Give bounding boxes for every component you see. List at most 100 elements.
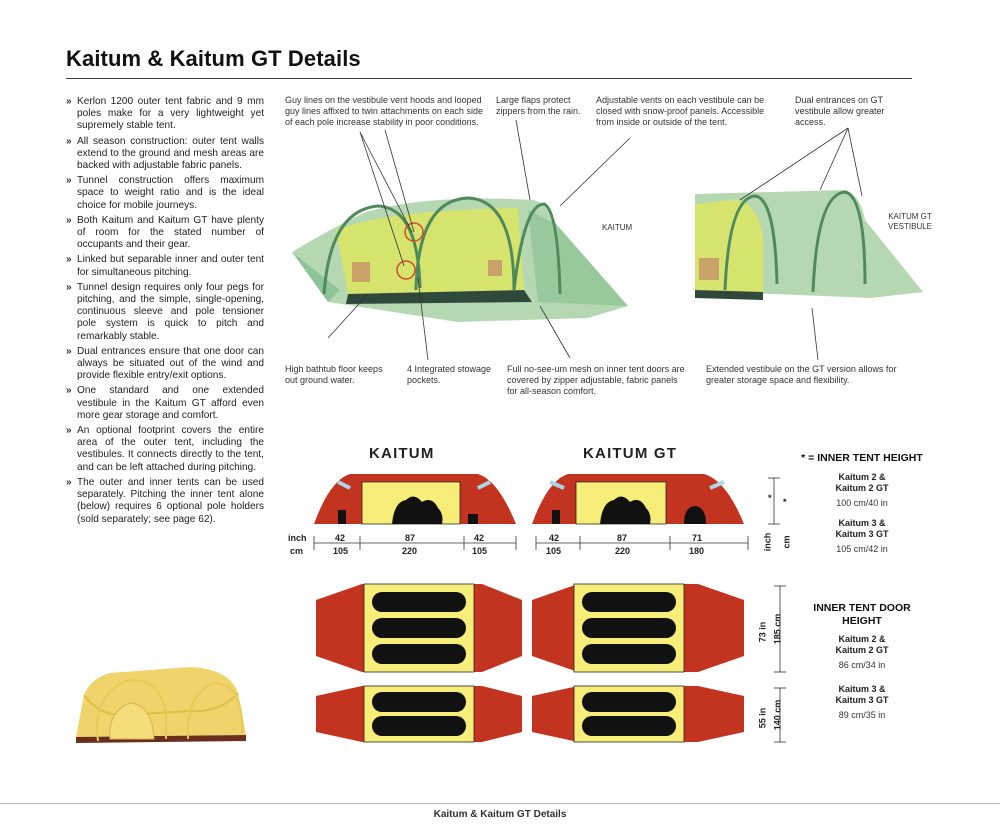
inner-height-group-2: Kaitum 2 & Kaitum 2 GT 100 cm/40 in [792,472,932,508]
sleeping-bag-icon [372,716,466,736]
vent-arrow-icon [549,480,725,490]
leader-line [819,127,849,191]
heading-line: INNER TENT DOOR [813,602,911,614]
gear-silhouette [338,510,346,524]
dim-value: 220 [402,546,418,556]
vestibule-left [292,252,340,302]
model-name: Kaitum 2 GT [835,483,889,493]
width-2-cm: 140 cm [772,699,783,731]
dim-value: 42 [474,533,485,543]
tent-pole [322,204,422,295]
leader-line [847,127,863,197]
gt-floor [695,290,763,300]
dimension-lines [313,536,749,550]
leader-line [811,307,819,361]
callout-pockets: 4 Integrated stowage pockets. [407,364,492,385]
width-2-inch: 55 in [757,707,768,729]
chevron-right-icon: » [66,425,72,437]
kaitum-gt-side-elevation [532,474,744,525]
sleeping-bag-icon [582,644,676,664]
stowage-pocket [352,262,370,282]
occupants-silhouette [600,496,651,524]
vertical-cm-label: cm [781,535,792,549]
detail-circle [404,222,424,242]
dim-value: 105 [472,546,488,556]
chevron-right-icon: » [66,96,72,107]
feature-item: »One standard and one extended vestibule… [66,385,264,421]
feature-item: »Dual entrances ensure that one door can… [66,345,264,382]
gear-silhouette [468,514,478,524]
callout-flaps: Large flaps protect zippers from the rai… [496,95,581,116]
gear-silhouette [552,510,560,524]
feature-item: »The outer and inner tents can be used s… [66,476,264,525]
dim-value: 105 [546,546,562,556]
height-value: 100 cm/40 in [836,498,888,508]
chevron-right-icon: » [66,254,72,266]
inner-tent-pole [186,681,244,740]
leader-line [417,277,429,361]
dim-value: 87 [405,533,416,543]
model-name: Kaitum 2 GT [835,645,889,655]
unit-inch-label: inch [288,533,307,543]
chevron-right-icon: » [66,345,72,357]
dim-value: 180 [689,546,705,556]
heading-line: HEIGHT [842,615,882,627]
leader-line [359,131,405,267]
chevron-right-icon: » [66,175,72,187]
feature-item: »Both Kaitum and Kaitum GT have plenty o… [66,214,264,251]
kaitum-tent-photo [292,196,628,322]
callout-guy-lines: Guy lines on the vestibule vent hoods an… [285,95,483,127]
vertical-inch-label: inch [762,532,773,552]
kaitum-gt-vestibule-photo [695,190,923,300]
dim-value: 87 [617,533,628,543]
dim-value: 42 [335,533,346,543]
height-star: * [783,497,787,507]
feature-item: »Linked but separable inner and outer te… [66,254,264,278]
inner-height-heading: * = INNER TENT HEIGHT [801,452,923,464]
sleeping-bag-icon [372,644,466,664]
page-title: Kaitum & Kaitum GT Details [66,46,361,71]
kaitum-side-elevation [314,474,516,525]
label-line: KAITUM GT [888,212,932,221]
sleeping-bag-icon [582,592,676,612]
leader-line [384,129,415,233]
unit-cm-label: cm [290,546,304,556]
kaitum-plan-title: KAITUM [369,445,435,462]
callout-floor: High bathtub floor keeps out ground wate… [285,364,383,385]
kaitum-gt-photo-label: KAITUM GT VESTIBULE [888,212,932,232]
feature-item: »Tunnel design requires only four pegs f… [66,281,264,342]
inner-height-group-3: Kaitum 3 & Kaitum 3 GT 105 cm/42 in [792,518,932,554]
feature-list: »Kerlon 1200 outer tent fabric and 9 mm … [66,96,264,529]
chevron-right-icon: » [66,385,72,397]
door-height-group-3: Kaitum 3 & Kaitum 3 GT 89 cm/35 in [792,684,932,720]
feature-item: »All season construction: outer tent wal… [66,135,264,172]
door-height-heading: INNER TENT DOOR HEIGHT [792,602,932,628]
sleeping-bag-icon [372,618,466,638]
inner-tent-pole [96,679,167,742]
dim-value: 42 [549,533,560,543]
plan-width-markers [774,585,786,743]
detail-circle [396,260,416,280]
inner-tent-seam [83,692,239,717]
kaitum-photo-label: KAITUM [602,223,633,232]
dim-value: 71 [692,533,703,543]
gear-silhouette [684,506,706,524]
model-name: Kaitum 3 & [838,684,886,694]
feature-item: »An optional footprint covers the entire… [66,425,264,473]
floor-plans [316,583,744,743]
height-value: 86 cm/34 in [838,660,886,670]
sleeping-bag-icon [582,692,676,712]
tent-floor [346,290,532,304]
leader-line [515,119,531,201]
model-name: Kaitum 3 & [838,518,886,528]
chevron-right-icon: » [66,476,72,488]
leader-line [739,127,849,201]
chevron-right-icon: » [66,135,72,147]
chevron-right-icon: » [66,214,72,226]
stowage-pocket [699,258,719,280]
height-star: * [768,493,772,503]
callout-vestibule-gt: Extended vestibule on the GT version all… [706,364,897,385]
sleeping-bag-icon [372,592,466,612]
model-name: Kaitum 2 & [838,634,886,644]
